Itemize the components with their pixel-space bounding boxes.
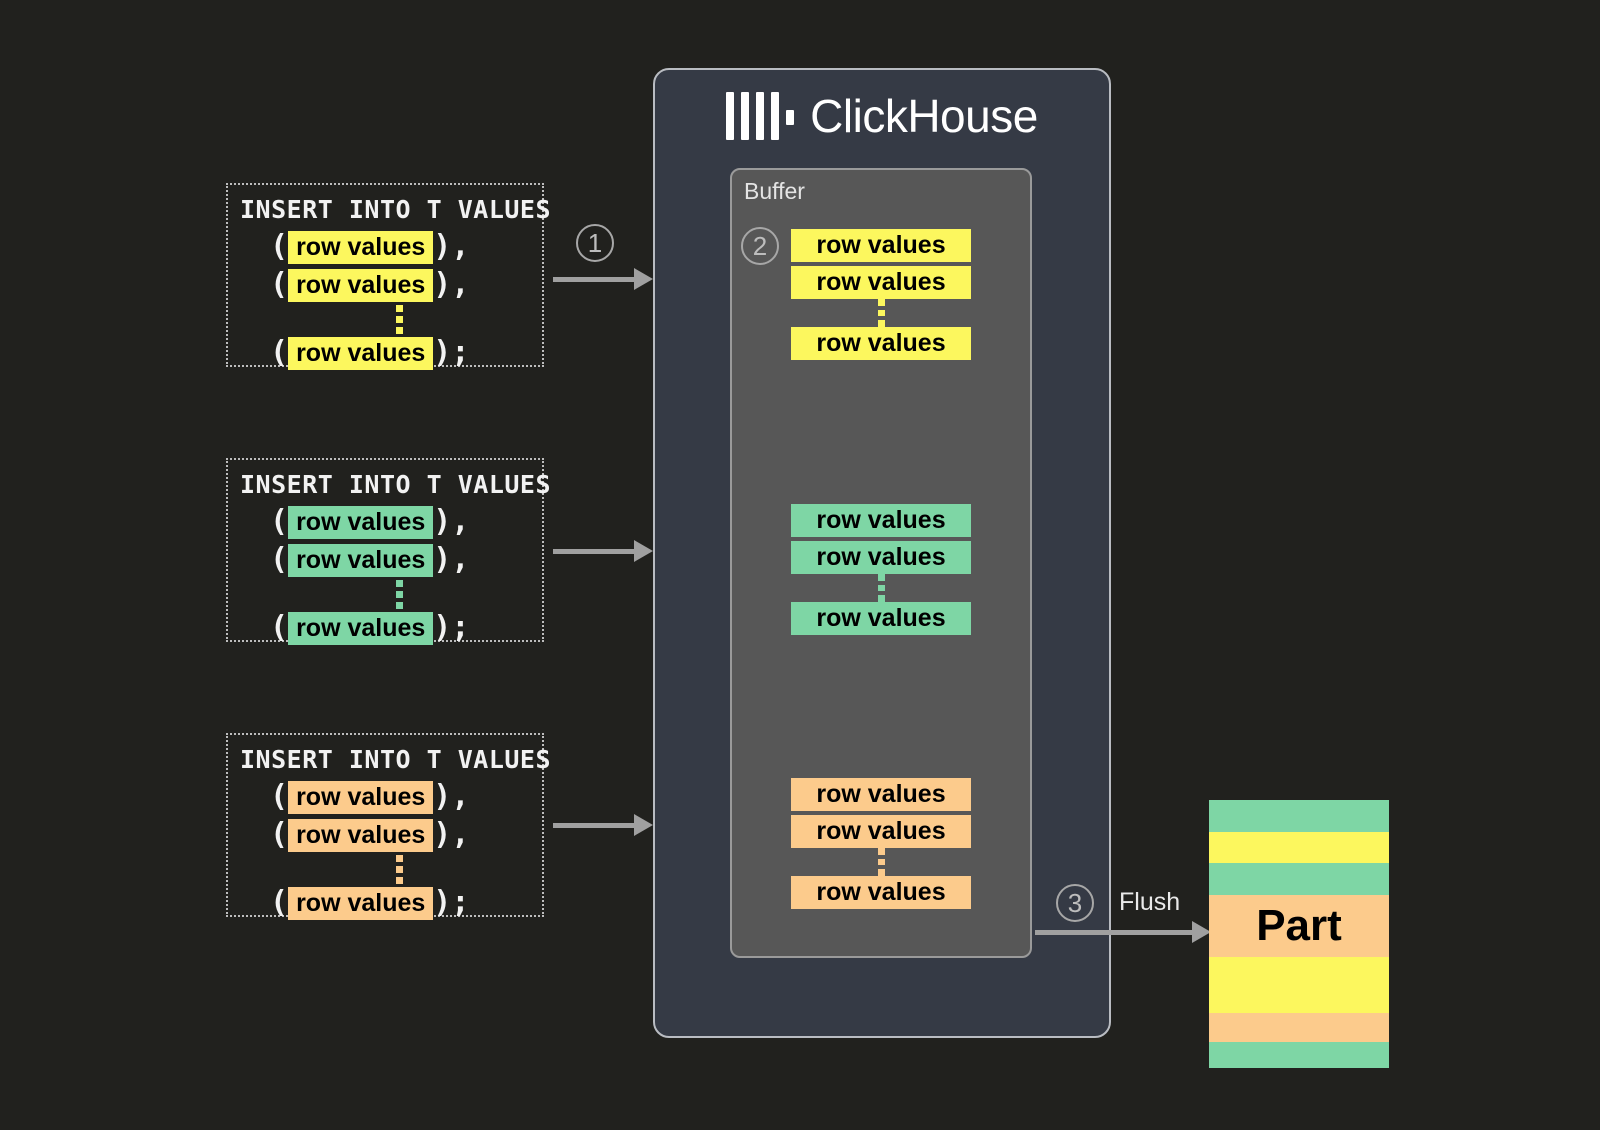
part-stripe [1209,863,1389,895]
arrow-shaft [553,822,634,828]
part-block: Part [1209,800,1389,1068]
buffer-label: Buffer [744,178,805,204]
buffer-row: row values [791,815,971,848]
buffer-row: row values [791,602,971,635]
open-paren: ( [270,542,289,577]
clickhouse-logo-icon [726,92,795,140]
insert-statement-block-3: INSERT INTO T VALUES ( row values ), ( r… [226,733,552,920]
arrow-flush-to-part [1035,921,1211,943]
close-paren: ); [433,335,470,370]
step-1-badge: 1 [576,224,614,262]
clickhouse-title: ClickHouse [655,92,1109,140]
logo-dot [786,110,795,125]
step-3-badge: 3 [1056,884,1094,922]
arrow-head-icon [634,540,653,562]
logo-bar [756,92,765,140]
flush-label: Flush [1119,888,1181,916]
insert-value-row: ( row values ), [270,778,528,816]
part-stripe [1209,832,1389,863]
row-values-chip: row values [288,886,434,920]
arrow-insert-2-to-clickhouse [553,540,653,562]
close-paren: ), [433,817,470,852]
buffer-row: row values [791,778,971,811]
logo-bar [726,92,735,140]
row-values-chip: row values [288,336,434,370]
arrow-shaft [553,276,634,282]
arrow-insert-3-to-clickhouse [553,814,653,836]
row-values-chip: row values [288,818,434,852]
row-values-chip: row values [288,268,434,302]
buffer-box: Buffer row values row values row values … [730,168,1032,958]
buffer-group-orange: row values row values row values [732,778,1030,909]
buffer-row: row values [791,266,971,299]
buffer-group-green: row values row values row values [732,504,1030,635]
arrow-shaft [1035,929,1192,935]
buffer-row: row values [791,541,971,574]
row-values-chip: row values [288,505,434,539]
open-paren: ( [270,267,289,302]
arrow-shaft [553,548,634,554]
insert-value-row: ( row values ), [270,816,528,854]
buffer-group-yellow: row values row values row values [732,229,1030,360]
arrow-insert-1-to-clickhouse [553,268,653,290]
part-label: Part [1256,901,1342,950]
close-paren: ), [433,229,470,264]
vertical-ellipsis-icon [791,574,971,603]
logo-bar [741,92,750,140]
insert-value-row: ( row values ), [270,541,528,579]
open-paren: ( [270,504,289,539]
insert-value-row: ( row values ), [270,266,528,304]
arrow-head-icon [1192,921,1211,943]
insert-header-3: INSERT INTO T VALUES [240,745,552,774]
insert-statement-block-1: INSERT INTO T VALUES ( row values ), ( r… [226,183,552,370]
part-stripe [1209,957,1389,1013]
buffer-row: row values [791,504,971,537]
vertical-ellipsis-icon [791,848,971,877]
open-paren: ( [270,610,289,645]
row-values-chip: row values [288,230,434,264]
row-values-chip: row values [288,780,434,814]
open-paren: ( [270,229,289,264]
arrow-head-icon [634,268,653,290]
vertical-ellipsis-icon [270,854,528,884]
part-stripe [1209,1013,1389,1042]
buffer-row: row values [791,327,971,360]
close-paren: ); [433,885,470,920]
insert-statement-block-2: INSERT INTO T VALUES ( row values ), ( r… [226,458,552,645]
row-values-chip: row values [288,543,434,577]
close-paren: ), [433,542,470,577]
row-values-chip: row values [288,611,434,645]
open-paren: ( [270,885,289,920]
part-stripe [1209,800,1389,832]
logo-bar [771,92,780,140]
part-stripe [1209,1042,1389,1068]
insert-value-row: ( row values ), [270,228,528,266]
vertical-ellipsis-icon [270,579,528,609]
part-stripe: Part [1209,895,1389,957]
vertical-ellipsis-icon [270,304,528,334]
close-paren: ), [433,779,470,814]
close-paren: ); [433,610,470,645]
insert-value-row: ( row values ); [270,334,528,372]
insert-value-row: ( row values ), [270,503,528,541]
buffer-row: row values [791,229,971,262]
open-paren: ( [270,335,289,370]
insert-header-1: INSERT INTO T VALUES [240,195,552,224]
buffer-row: row values [791,876,971,909]
clickhouse-title-text: ClickHouse [810,90,1038,142]
open-paren: ( [270,779,289,814]
insert-value-row: ( row values ); [270,884,528,922]
arrow-head-icon [634,814,653,836]
close-paren: ), [433,504,470,539]
open-paren: ( [270,817,289,852]
insert-header-2: INSERT INTO T VALUES [240,470,552,499]
close-paren: ), [433,267,470,302]
step-2-badge: 2 [741,227,779,265]
insert-value-row: ( row values ); [270,609,528,647]
vertical-ellipsis-icon [791,299,971,328]
